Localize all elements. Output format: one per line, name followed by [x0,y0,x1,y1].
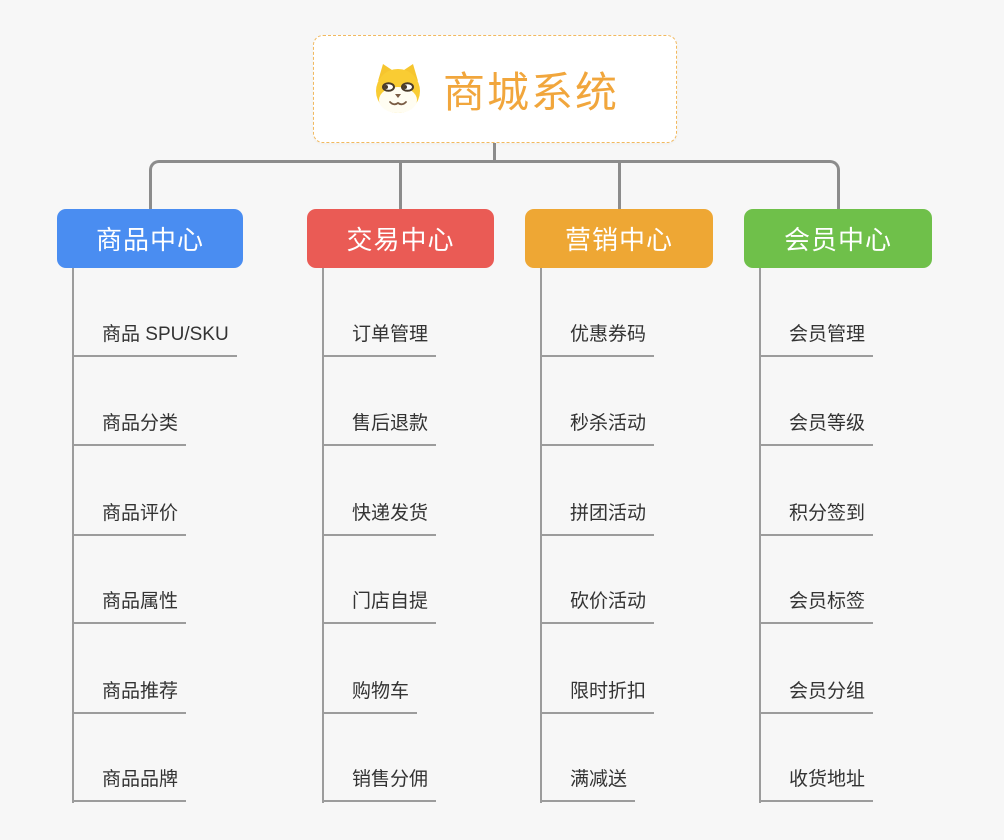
child-node[interactable]: 会员等级 [759,412,874,446]
child-node[interactable]: 销售分佣 [322,768,437,802]
child-node[interactable]: 购物车 [322,680,418,714]
branch-node-member-center[interactable]: 会员中心 [744,209,932,268]
shiba-dog-icon [375,64,420,113]
child-node[interactable]: 商品分类 [72,412,187,446]
child-node[interactable]: 商品属性 [72,590,187,624]
child-node[interactable]: 砍价活动 [540,590,655,624]
child-node[interactable]: 商品推荐 [72,680,187,714]
child-node[interactable]: 满减送 [540,768,636,802]
child-node[interactable]: 售后退款 [322,412,437,446]
connector-drop [618,163,621,209]
connector-bus [149,160,840,209]
connector-drop [399,163,402,209]
root-title: 商城系统 [442,68,619,116]
child-node[interactable]: 会员分组 [759,680,874,714]
branch-node-trade-center[interactable]: 交易中心 [307,209,494,268]
child-node[interactable]: 门店自提 [322,590,437,624]
branch-node-marketing-center[interactable]: 营销中心 [525,209,713,268]
child-node[interactable]: 优惠券码 [540,323,655,357]
child-node[interactable]: 商品 SPU/SKU [72,323,237,357]
child-node[interactable]: 秒杀活动 [540,412,655,446]
child-node[interactable]: 会员标签 [759,590,874,624]
child-node[interactable]: 订单管理 [322,323,437,357]
root-node[interactable]: 商城系统 [313,35,677,143]
child-node[interactable]: 积分签到 [759,502,874,536]
child-node[interactable]: 商品评价 [72,502,187,536]
child-node[interactable]: 会员管理 [759,323,874,357]
child-node[interactable]: 拼团活动 [540,502,655,536]
branch-node-product-center[interactable]: 商品中心 [57,209,243,268]
connector-root-stub [493,141,496,162]
child-node[interactable]: 限时折扣 [540,680,655,714]
child-node[interactable]: 商品品牌 [72,768,187,802]
child-node[interactable]: 收货地址 [759,768,874,802]
child-node[interactable]: 快递发货 [322,502,437,536]
